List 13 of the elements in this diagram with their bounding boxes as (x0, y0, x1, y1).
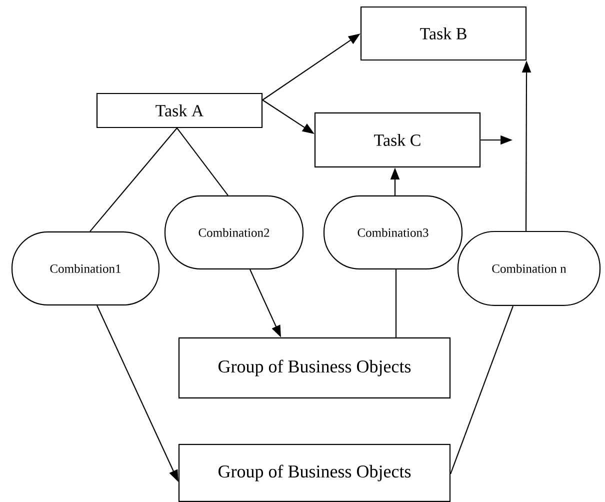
task-box: Task A (96, 92, 263, 128)
connector-line (450, 306, 514, 474)
combination-node: Combination2 (164, 195, 304, 270)
combination-node: Combination n (457, 230, 601, 306)
task-box: Task B (360, 6, 527, 61)
connector-line (176, 128, 228, 196)
business-objects-box: Group of Business Objects (178, 337, 451, 399)
combination-node: Combination1 (11, 231, 160, 306)
connector-line (395, 270, 397, 338)
combination-node: Combination3 (323, 195, 463, 270)
business-objects-box: Group of Business Objects (178, 444, 451, 502)
connector-line (90, 128, 178, 232)
task-box: Task C (314, 112, 481, 168)
